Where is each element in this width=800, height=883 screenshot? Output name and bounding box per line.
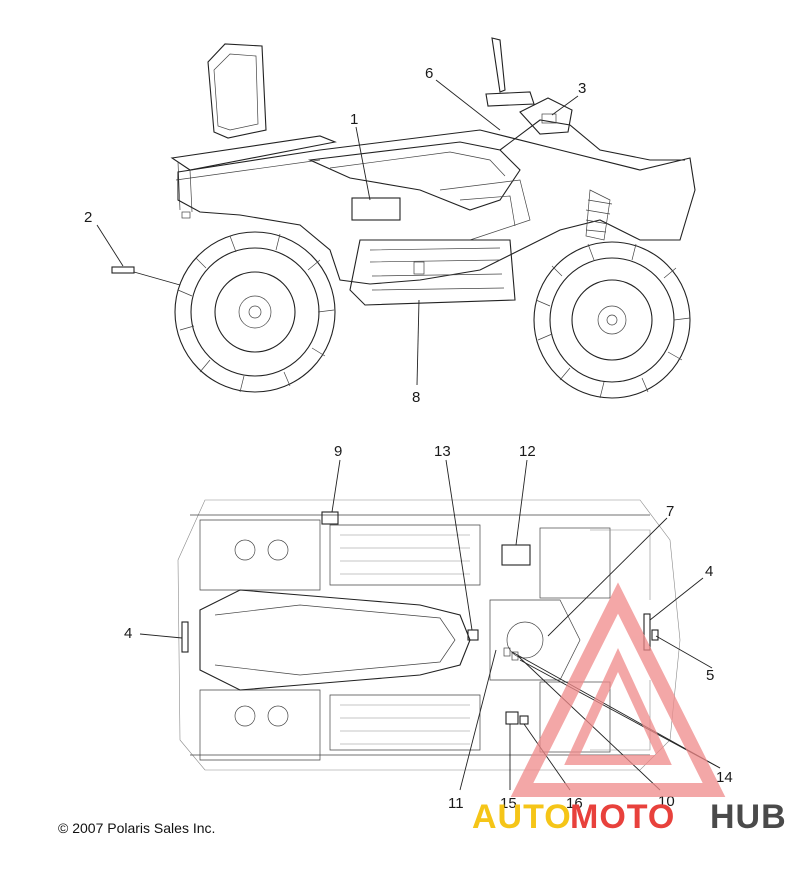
automotohub-logo: AUTO MOTO HUB xyxy=(472,798,787,836)
body-outline xyxy=(177,129,696,285)
seat xyxy=(307,141,521,211)
decal-15 xyxy=(505,711,519,725)
callout-6: 6 xyxy=(425,65,433,82)
footwell xyxy=(349,239,516,306)
decal-2 xyxy=(111,266,135,274)
callout-2: 2 xyxy=(84,209,92,226)
callout-14: 14 xyxy=(716,769,733,786)
callout-15: 15 xyxy=(500,795,517,812)
logo-hub: HUB xyxy=(710,798,787,836)
front-wheel xyxy=(533,241,691,399)
logo-auto: AUTO xyxy=(472,798,572,836)
logo-moto: MOTO xyxy=(570,798,675,836)
atv-top-view: 9 13 12 7 4 5 4 11 15 16 10 14 xyxy=(124,443,733,812)
callout-4-left: 4 xyxy=(124,625,132,642)
callout-11: 11 xyxy=(448,795,464,812)
callout-3: 3 xyxy=(578,80,586,97)
callout-1: 1 xyxy=(350,111,358,128)
callout-13: 13 xyxy=(434,443,451,460)
decal-5 xyxy=(651,629,659,641)
callout-9: 9 xyxy=(334,443,342,460)
callout-8: 8 xyxy=(412,389,420,406)
decal-4-left xyxy=(181,621,189,653)
callout-5: 5 xyxy=(706,667,714,684)
rear-rack xyxy=(170,135,337,171)
callout-4-right: 4 xyxy=(705,563,713,580)
decal-1 xyxy=(351,197,401,221)
decal-12 xyxy=(501,544,531,566)
callout-7: 7 xyxy=(666,503,674,520)
rear-wheel xyxy=(174,231,336,393)
copyright-text: © 2007 Polaris Sales Inc. xyxy=(58,820,216,836)
watermark-triangle xyxy=(510,582,726,797)
callout-16: 16 xyxy=(566,795,583,812)
decal-13 xyxy=(467,629,479,641)
backrest xyxy=(207,43,267,139)
atv-side-view: 1 2 3 6 8 xyxy=(84,37,696,406)
headlight-pod xyxy=(519,97,573,135)
callout-10: 10 xyxy=(658,793,675,810)
top-seat xyxy=(199,589,471,691)
callout-12: 12 xyxy=(519,443,536,460)
decal-16 xyxy=(519,715,529,725)
handlebar-mirror xyxy=(491,37,506,93)
decal-9 xyxy=(321,511,339,525)
